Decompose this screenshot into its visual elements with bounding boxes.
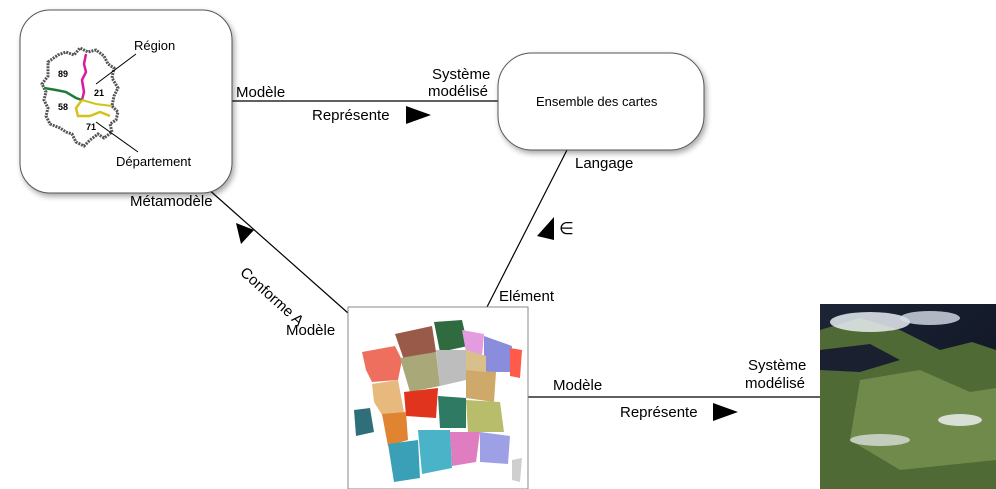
dept-auvergne bbox=[438, 396, 466, 428]
satellite-cloud-4 bbox=[850, 434, 910, 446]
dept-lorraine bbox=[484, 336, 512, 372]
dept-paysdeloire bbox=[372, 380, 404, 418]
dept-limousin bbox=[404, 388, 438, 418]
dept-bourgogne bbox=[466, 370, 496, 402]
arrow-right bbox=[537, 217, 554, 240]
region-boundary bbox=[80, 53, 88, 101]
region-label: Région bbox=[134, 38, 176, 53]
france-map bbox=[347, 306, 529, 489]
departement-label: Département bbox=[116, 154, 192, 169]
satellite-image bbox=[820, 304, 996, 489]
dept-normandie bbox=[395, 326, 436, 360]
satellite-cloud-2 bbox=[900, 311, 960, 325]
bottom-edge-arrow-label: Représente bbox=[620, 404, 698, 421]
dept-corse bbox=[512, 458, 522, 482]
dept-71: 71 bbox=[86, 122, 96, 132]
edge-right-line bbox=[486, 147, 569, 308]
dept-picardie bbox=[462, 330, 484, 356]
dept-boundary-yellow-2 bbox=[81, 99, 113, 107]
dept-poitou bbox=[382, 412, 408, 446]
dept-21: 21 bbox=[94, 88, 104, 98]
dept-finistere bbox=[354, 408, 374, 436]
satellite-cloud-1 bbox=[830, 312, 910, 332]
edge-lines bbox=[206, 100, 820, 398]
dept-boundary-yellow bbox=[74, 99, 111, 118]
arrow-bottom bbox=[713, 403, 738, 421]
cards-set-label: Ensemble des cartes bbox=[536, 94, 658, 109]
burgundy-map: 89 21 58 71 bbox=[40, 46, 139, 153]
right-edge-top-label: Langage bbox=[575, 155, 634, 172]
arrow-left bbox=[236, 223, 254, 244]
dept-paca bbox=[480, 432, 510, 464]
bottom-edge-right-label-2: modélisé bbox=[745, 375, 806, 392]
left-edge-bottom-label: Modèle bbox=[286, 322, 336, 339]
dept-nord bbox=[434, 320, 468, 352]
top-edge-right-label-2: modélisé bbox=[428, 83, 489, 100]
top-edge-right-label-1: Système bbox=[432, 66, 491, 83]
edge-left-line bbox=[206, 187, 349, 314]
burgundy-outline bbox=[40, 46, 120, 148]
dept-alsace bbox=[510, 348, 522, 378]
dept-midipyrenees bbox=[418, 430, 452, 474]
satellite-channel bbox=[820, 344, 900, 372]
dept-champagne bbox=[466, 350, 486, 372]
dept-aquitaine bbox=[388, 440, 420, 482]
dept-58: 58 bbox=[58, 102, 68, 112]
dept-centre bbox=[400, 352, 440, 392]
satellite-cloud-3 bbox=[938, 414, 982, 426]
right-edge-bottom-label: Elément bbox=[499, 288, 555, 305]
departement-pointer bbox=[95, 121, 139, 153]
right-edge-arrow-label: ∈ bbox=[559, 219, 574, 238]
dept-languedoc bbox=[450, 432, 480, 466]
cards-set-node bbox=[497, 52, 705, 151]
dept-bretagne bbox=[362, 346, 402, 382]
left-edge-top-label: Métamodèle bbox=[130, 193, 213, 210]
arrow-top bbox=[406, 106, 431, 124]
dept-rhonealpes bbox=[466, 400, 504, 432]
dept-idf bbox=[436, 350, 470, 386]
region-pointer bbox=[95, 53, 137, 85]
top-edge-arrow-label: Représente bbox=[312, 107, 390, 124]
dept-boundary-green bbox=[43, 86, 83, 102]
bottom-edge-right-label-1: Système bbox=[748, 357, 807, 374]
top-edge-left-label: Modèle bbox=[236, 84, 286, 101]
dept-89: 89 bbox=[58, 69, 68, 79]
bottom-edge-left-label: Modèle bbox=[553, 377, 603, 394]
